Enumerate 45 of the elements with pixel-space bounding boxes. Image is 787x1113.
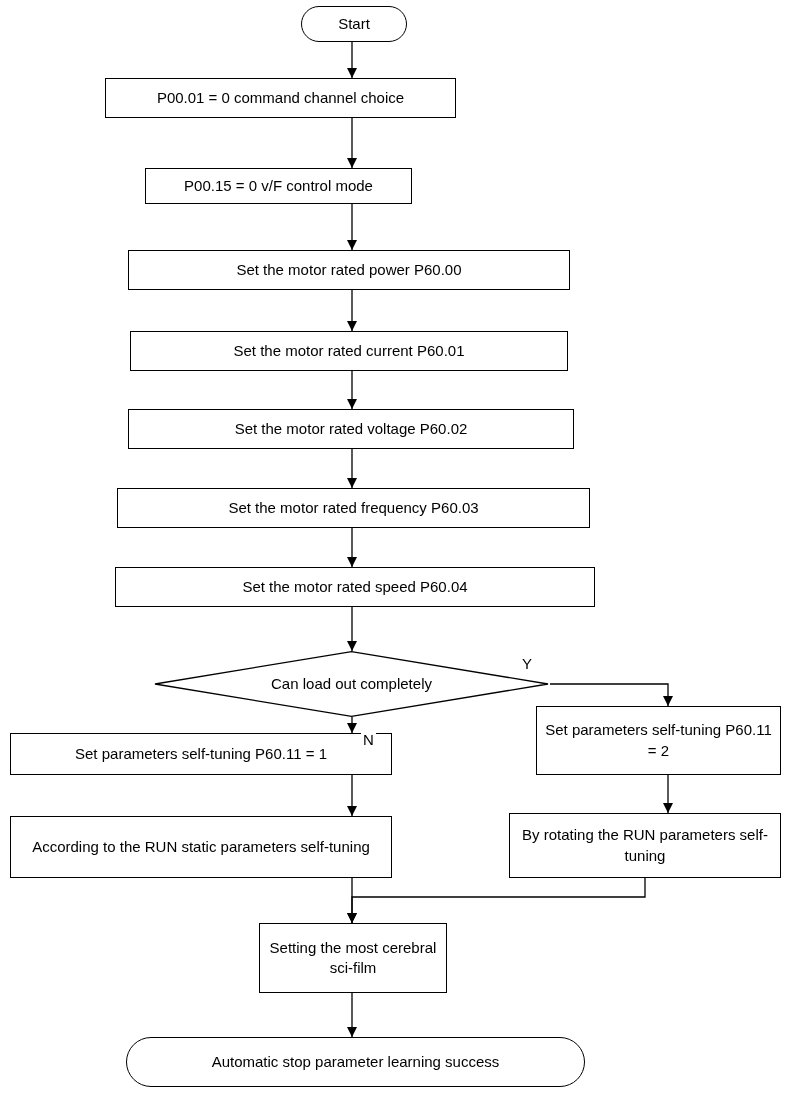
process-box — [536, 706, 781, 775]
arrow — [347, 527, 357, 568]
process-box — [130, 331, 568, 371]
terminal-shape — [126, 1037, 585, 1087]
arrow — [347, 41, 357, 79]
arrow — [549, 683, 673, 707]
arrow — [663, 774, 673, 814]
node-text: Set parameters self-tuning P60.11 = 2 — [545, 720, 772, 761]
node-text: Automatic stop parameter learning success — [211, 1051, 500, 1072]
node-text: P00.01 = 0 command channel choice — [156, 87, 405, 108]
node-text: Setting the most cerebral sci-film — [268, 937, 438, 978]
arrow — [347, 289, 357, 332]
node-text: Start — [338, 13, 370, 34]
process-box — [10, 816, 392, 878]
process-box — [105, 78, 456, 118]
node-text: Set the motor rated speed P60.04 — [242, 576, 468, 597]
process-box — [128, 250, 570, 290]
process-box — [259, 923, 447, 993]
node-text: P00.15 = 0 v/F control mode — [184, 175, 373, 196]
edge-label: N — [361, 731, 376, 748]
arrow — [347, 448, 357, 489]
node-text: Set the motor rated frequency P60.03 — [228, 497, 479, 518]
node-text: Set the motor rated voltage P60.02 — [234, 418, 468, 439]
node-text: According to the RUN static parameters self-tuning — [32, 836, 370, 857]
arrow — [347, 606, 357, 652]
node-text: Set the motor rated current P60.01 — [233, 340, 465, 361]
node-text: By rotating the RUN parameters self-tuning — [521, 825, 769, 866]
arrow — [347, 370, 357, 410]
arrow — [347, 774, 357, 817]
decision-diamond — [153, 651, 550, 717]
arrow — [347, 877, 646, 924]
node-text: Set parameters self-tuning P60.11 = 1 — [75, 743, 327, 764]
process-box — [128, 409, 574, 449]
node-text: Can load out completely — [271, 673, 432, 694]
process-box — [10, 733, 392, 775]
node-text: Set the motor rated power P60.00 — [236, 259, 462, 280]
arrow — [347, 992, 357, 1038]
terminal-shape — [301, 6, 407, 42]
arrow — [347, 203, 357, 251]
arrow — [347, 716, 357, 734]
process-box — [117, 488, 590, 528]
process-box — [145, 168, 412, 204]
process-box — [509, 813, 781, 878]
process-box — [115, 567, 595, 607]
arrow — [347, 117, 357, 169]
